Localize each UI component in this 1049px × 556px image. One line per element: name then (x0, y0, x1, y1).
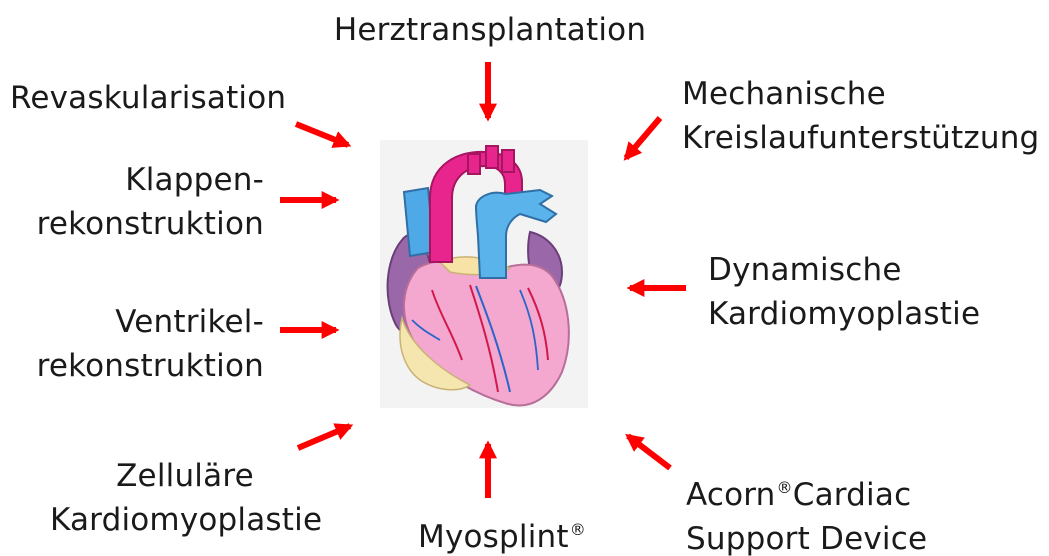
registered-mark: ® (777, 478, 793, 497)
arrow-revaskularisation (296, 124, 348, 145)
label-klappenrekonstruktion: Klappen- rekonstruktion (20, 158, 264, 246)
label-dynamische-kardiomyoplastie: Dynamische Kardiomyoplastie (708, 248, 980, 336)
label-mechanische-kreislaufunterstuetzung: Mechanische Kreislaufunterstützung (682, 72, 1039, 160)
arrow-mechanische (626, 118, 660, 158)
arrow-acorn (628, 436, 670, 468)
label-ventrikelrekonstruktion: Ventrikel- rekonstruktion (20, 300, 264, 388)
label-herztransplantation: Herztransplantation (320, 8, 660, 52)
label-acorn-cardiac-support-device: Acorn®Cardiac Support Device (686, 466, 927, 556)
label-myosplint: Myosplint® (418, 508, 586, 556)
label-zellulaere-kardiomyoplastie: Zelluläre Kardiomyoplastie (50, 454, 320, 542)
registered-mark: ® (570, 520, 586, 539)
label-revaskularisation: Revaskularisation (10, 76, 286, 120)
arrow-zellulaere (298, 426, 350, 448)
